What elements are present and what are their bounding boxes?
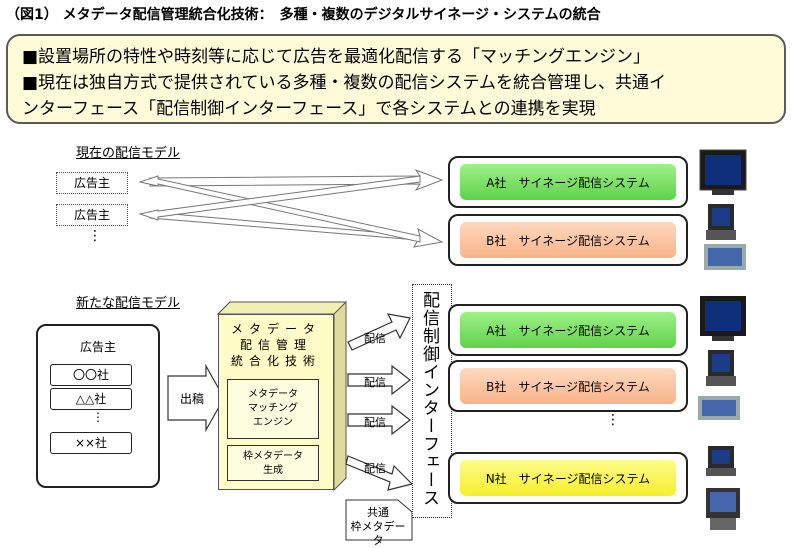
- wide-screen-monitor-icon: [700, 296, 746, 341]
- new-system-b: B社 サイネージ配信システム: [448, 360, 688, 412]
- advertiser-group: 広告主 〇〇社 △△社 ⋮ ××社: [36, 324, 160, 488]
- new-model-label: 新たな配信モデル: [76, 296, 181, 311]
- crt-monitor-icon: [706, 350, 736, 386]
- submit-label: 出稿: [180, 392, 205, 406]
- crt-monitor-icon: [706, 446, 736, 476]
- summary-banner: ■設置場所の特性や時刻等に応じて広告を最適化配信する「マッチングエンジン」 ■現…: [6, 34, 786, 124]
- banner-line-1: ■設置場所の特性や時刻等に応じて広告を最適化配信する「マッチングエンジン」: [22, 47, 651, 67]
- advertiser-company-2: △△社: [50, 388, 132, 410]
- current-system-a-label: A社 サイネージ配信システム: [460, 164, 676, 200]
- delivery-control-interface: 配信制御インターフェース: [412, 284, 452, 518]
- new-system-b-label: B社 サイネージ配信システム: [460, 368, 676, 404]
- delivery-label-2: 配信: [364, 376, 386, 389]
- current-advertiser-2: 広告主: [56, 204, 128, 226]
- current-model-arrows: [138, 168, 444, 248]
- matching-engine-box: メタデータ マッチング エンジン: [227, 379, 319, 439]
- flat-display-icon: [704, 244, 746, 270]
- metadata-management-title: メタデータ 配信管理 統合化技術: [230, 322, 321, 368]
- current-advertiser-ellipsis: ⋮: [88, 228, 102, 244]
- flat-display-icon: [698, 396, 740, 420]
- new-system-a: A社 サイネージ配信システム: [448, 304, 688, 356]
- current-system-a: A社 サイネージ配信システム: [448, 156, 688, 208]
- delivery-label-3: 配信: [364, 416, 386, 429]
- advertiser-company-3: ××社: [50, 432, 132, 454]
- advertiser-ellipsis: ⋮: [92, 410, 104, 424]
- wide-screen-monitor-icon: [699, 149, 747, 195]
- common-frame-doc: [345, 499, 413, 541]
- frame-metadata-gen-box: 枠メタデータ 生成: [227, 445, 319, 481]
- current-model-label: 現在の配信モデル: [76, 146, 181, 161]
- systems-ellipsis: ⋮: [606, 412, 620, 428]
- new-system-n-label: N社 サイネージ配信システム: [460, 460, 676, 496]
- banner-line-3: ンターフェース「配信制御インターフェース」で各システムとの連携を実現: [22, 99, 596, 119]
- advertiser-group-title: 広告主: [79, 340, 116, 354]
- banner-line-2: ■現在は独自方式で提供されている多種・複数の配信システムを統合管理し、共通イ: [22, 73, 667, 93]
- common-frame-metadata-label: 共通 枠メタデータ: [350, 506, 406, 547]
- kiosk-display-icon: [706, 488, 740, 530]
- advertiser-company-1: 〇〇社: [50, 364, 132, 386]
- new-system-n: N社 サイネージ配信システム: [448, 452, 688, 504]
- delivery-label-4: 配信: [364, 462, 386, 475]
- new-system-a-label: A社 サイネージ配信システム: [460, 312, 676, 348]
- current-advertiser-1: 広告主: [56, 172, 128, 194]
- submit-arrow: [167, 363, 225, 433]
- current-system-b-label: B社 サイネージ配信システム: [460, 222, 676, 258]
- current-system-b: B社 サイネージ配信システム: [448, 214, 688, 266]
- delivery-label-1: 配信: [364, 332, 386, 345]
- delivery-arrows: [345, 313, 414, 491]
- delivery-control-interface-label: 配信制御インターフェース: [419, 291, 439, 507]
- page-title: （図1） メタデータ配信管理統合化技術： 多種・複数のデジタルサイネージ・システ…: [6, 7, 601, 23]
- metadata-management-box: メタデータ 配信管理 統合化技術 メタデータ マッチング エンジン 枠メタデータ…: [218, 314, 334, 490]
- crt-monitor-icon: [706, 204, 736, 240]
